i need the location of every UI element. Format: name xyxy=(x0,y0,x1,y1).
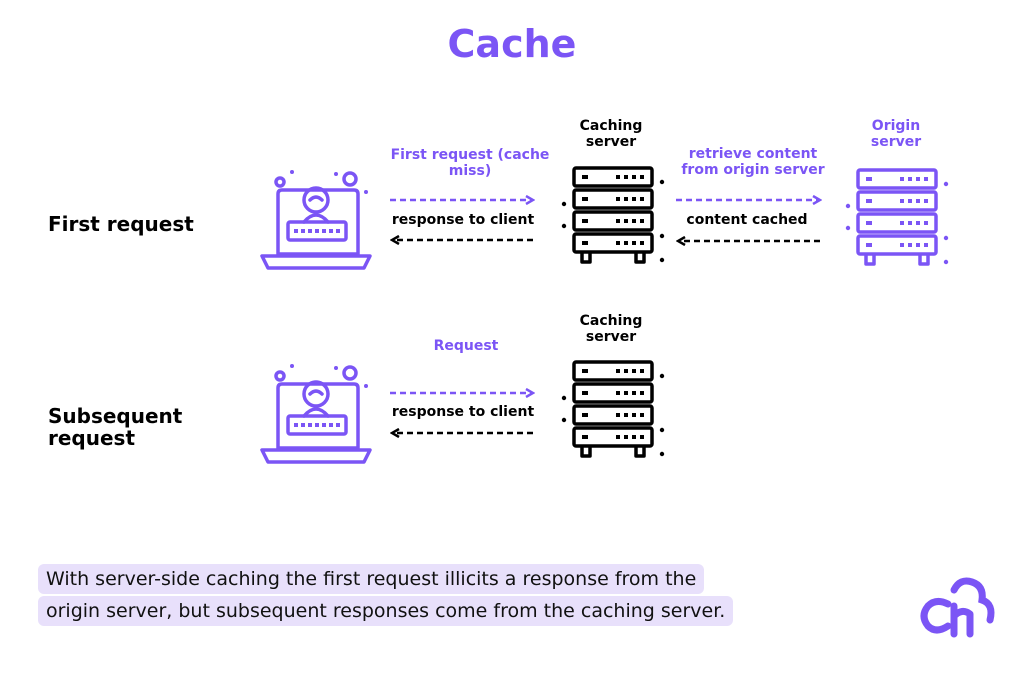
laptop-user-icon xyxy=(260,170,372,270)
first-request-label: First request xyxy=(48,212,194,236)
response-to-client-label-1: response to client xyxy=(391,212,535,228)
response-to-client-label-2: response to client xyxy=(391,404,535,420)
subsequent-request-label: Subsequent request xyxy=(48,404,183,450)
retrieve-content-label: retrieve content from origin server xyxy=(681,146,825,178)
page-title: Cache xyxy=(447,22,577,66)
server-rack-icon xyxy=(561,360,665,458)
caching-server-label-2: Caching server xyxy=(579,313,643,345)
caption-line-1: With server-side caching the first reque… xyxy=(38,564,705,594)
content-cached-label: content cached xyxy=(686,212,808,228)
caption: With server-side caching the first reque… xyxy=(38,562,822,632)
origin-server-label: Origin server xyxy=(870,118,922,150)
first-request-arrow-label: First request (cache miss) xyxy=(390,147,550,179)
caching-server-label-1: Caching server xyxy=(579,118,643,150)
brand-logo-icon xyxy=(920,577,995,638)
request-arrow-label: Request xyxy=(433,338,499,354)
caption-line-2: origin server, but subsequent responses … xyxy=(38,596,734,626)
laptop-user-icon xyxy=(260,364,372,464)
server-rack-icon xyxy=(845,168,949,266)
server-rack-icon xyxy=(561,166,665,264)
